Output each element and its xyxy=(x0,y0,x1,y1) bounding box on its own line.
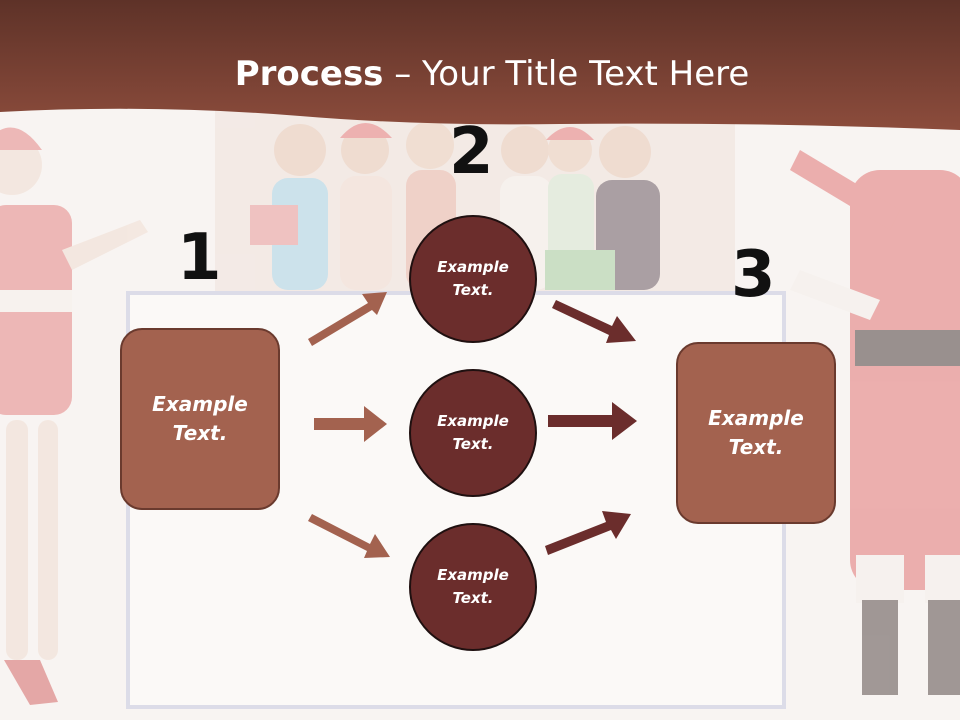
header-band xyxy=(0,0,960,130)
right-box-line1: Example xyxy=(708,406,804,430)
santa-girl-photo xyxy=(0,127,148,705)
circle-top-line1: Example xyxy=(437,258,509,276)
circle-bottom-line1: Example xyxy=(437,566,509,584)
step-number-1: 1 xyxy=(177,221,222,295)
circle-middle-line1: Example xyxy=(437,412,509,430)
step-number-2: 2 xyxy=(449,115,494,189)
santa-claus-photo xyxy=(790,150,960,695)
step-number-3: 3 xyxy=(731,238,776,312)
party-people-photo xyxy=(215,110,735,295)
circle-top-line2: Text. xyxy=(452,281,494,299)
slide-title: Process – Your Title Text Here xyxy=(0,54,960,94)
circle-middle-line2: Text. xyxy=(452,435,494,453)
title-bold: Process xyxy=(234,54,384,94)
left-box-line2: Text. xyxy=(172,421,228,445)
circle-bottom-line2: Text. xyxy=(452,589,494,607)
left-box-line1: Example xyxy=(152,392,248,416)
right-box-line2: Text. xyxy=(728,435,784,459)
title-rest: – Your Title Text Here xyxy=(383,54,750,94)
